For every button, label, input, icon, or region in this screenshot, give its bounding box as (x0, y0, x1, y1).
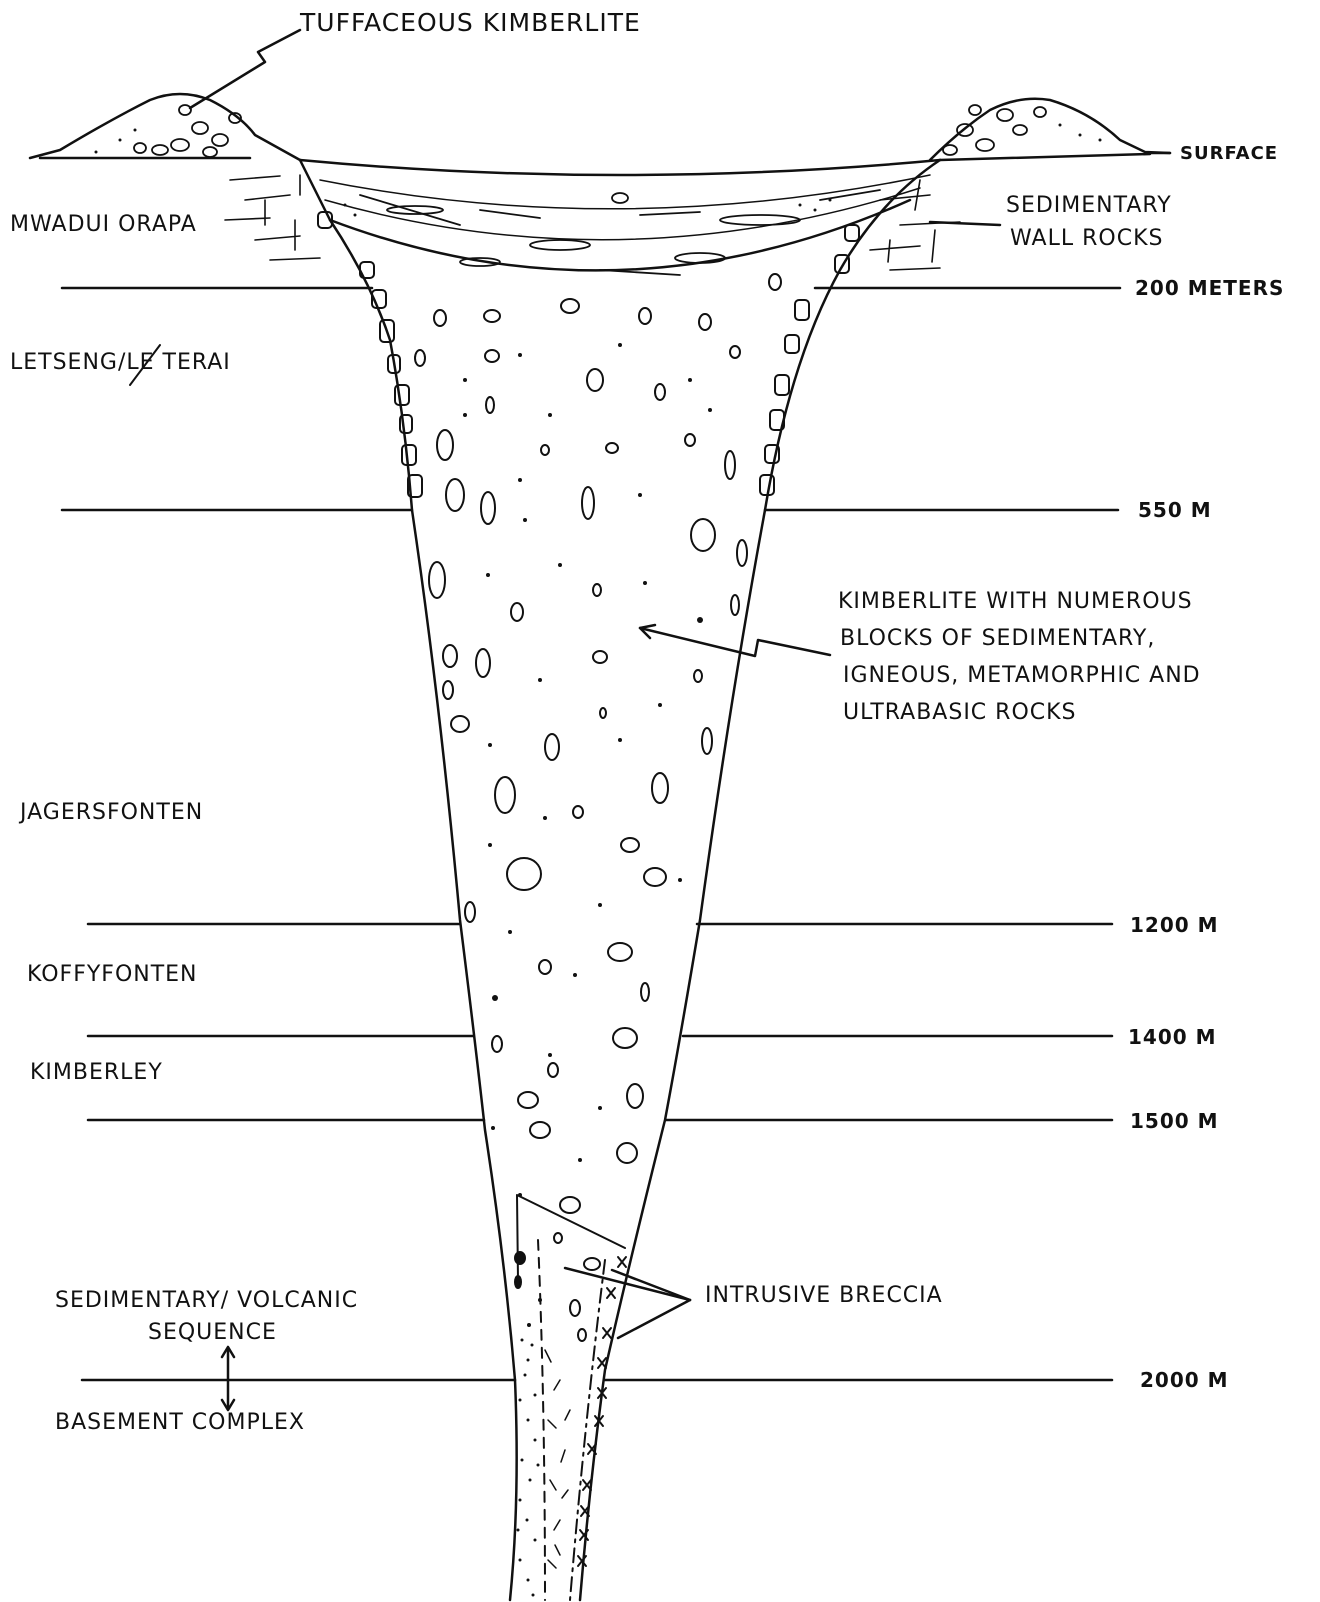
breccia-x-marks (578, 1257, 626, 1566)
label-kimberlite-1: KIMBERLITE WITH NUMEROUS (838, 589, 1193, 615)
label-kimberlite-2: BLOCKS OF SEDIMENTARY, (840, 626, 1155, 652)
breccia-dash-col-1 (538, 1240, 545, 1600)
label-basement-complex: BASEMENT COMPLEX (55, 1410, 305, 1436)
tuffaceous-leader (190, 30, 300, 108)
depth-label-2000: 2000 M (1140, 1368, 1229, 1392)
label-mwadui-orapa: MWADUI ORAPA (10, 212, 197, 238)
label-sedimentary-volcanic-2: SEQUENCE (148, 1320, 277, 1346)
crater-bottom-bowl (330, 200, 910, 270)
label-kimberlite-3: IGNEOUS, METAMORPHIC AND (843, 663, 1201, 689)
tuff-pebbles (134, 105, 1046, 157)
depth-label-1500: 1500 M (1130, 1109, 1219, 1133)
ground-surface-left (30, 94, 300, 160)
depth-label-1400: 1400 M (1128, 1025, 1217, 1049)
pipe-wall-left (300, 160, 517, 1600)
depth-label-1200: 1200 M (1130, 913, 1219, 937)
label-tuffaceous-kimberlite: TUFFACEOUS KIMBERLITE (300, 8, 641, 38)
label-letseng: LETSENG/LE TERAI (10, 350, 231, 376)
crater-layer-1 (320, 175, 930, 209)
label-intrusive-breccia: INTRUSIVE BRECCIA (705, 1283, 943, 1309)
label-sedimentary-wall-1: SEDIMENTARY (1006, 193, 1172, 219)
depth-label-200: 200 METERS (1135, 276, 1284, 300)
pipe-rock-blocks (415, 274, 781, 1341)
breccia-wedge (517, 1195, 625, 1280)
label-sedimentary-wall-2: WALL ROCKS (1010, 226, 1163, 252)
breccia-dashes (545, 1350, 570, 1568)
label-kimberley: KIMBERLEY (30, 1060, 163, 1086)
label-koffyfonten: KOFFYFONTEN (27, 962, 198, 988)
label-jagersfonten: JAGERSFONTEN (20, 800, 203, 826)
depth-label-550: 550 M (1138, 498, 1212, 522)
breccia-stipple (517, 1339, 540, 1597)
kimberlite-leader (640, 628, 830, 656)
breccia-dash-col-2 (570, 1260, 605, 1600)
pipe-wall-right (580, 160, 940, 1600)
ground-surface-right (930, 99, 1170, 160)
breccia-leader-3 (618, 1300, 690, 1338)
crater-lenses (360, 190, 880, 275)
tuff-cone-right-base (940, 154, 1150, 160)
crater-top-line (300, 160, 940, 175)
label-kimberlite-4: ULTRABASIC ROCKS (843, 700, 1077, 726)
label-surface: SURFACE (1180, 143, 1278, 165)
label-sedimentary-volcanic-1: SEDIMENTARY/ VOLCANIC (55, 1288, 358, 1314)
